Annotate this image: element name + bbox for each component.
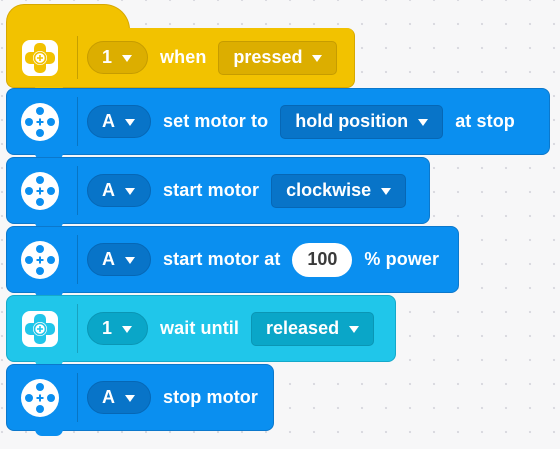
block-label: when: [160, 47, 207, 67]
port-value: A: [102, 249, 115, 269]
hub-button-icon: [7, 28, 73, 87]
block-separator: [77, 304, 78, 353]
motor-icon: [7, 227, 73, 292]
port-selector[interactable]: A: [87, 243, 151, 276]
start-motor-direction-block[interactable]: A start motor clockwise: [6, 157, 430, 229]
button-state-dropdown[interactable]: released: [251, 311, 375, 346]
chevron-down-icon: [122, 326, 133, 333]
port-selector[interactable]: A: [87, 174, 151, 207]
block-connector: [35, 222, 63, 229]
stop-action-dropdown[interactable]: hold position: [280, 104, 444, 139]
block-separator: [77, 373, 78, 422]
chevron-down-icon: [122, 55, 133, 62]
motor-icon: [7, 365, 73, 430]
block-connector: [35, 153, 63, 160]
port-value: 1: [102, 47, 113, 67]
dropdown-value: pressed: [233, 47, 303, 67]
chevron-down-icon: [418, 119, 429, 126]
when-pressed-block[interactable]: 1 when pressed: [6, 28, 355, 93]
dropdown-value: hold position: [295, 111, 409, 131]
chevron-down-icon: [125, 395, 135, 402]
chevron-down-icon: [125, 257, 135, 264]
block-label-suffix: at stop: [455, 111, 515, 131]
block-connector: [35, 429, 63, 436]
port-selector[interactable]: 1: [87, 41, 149, 74]
dropdown-value: released: [266, 318, 340, 338]
block-connector: [35, 291, 63, 298]
port-value: A: [102, 387, 115, 407]
port-value: A: [102, 111, 115, 131]
block-separator: [77, 97, 78, 146]
chevron-down-icon: [125, 119, 135, 126]
hub-button-icon: [7, 296, 73, 361]
start-motor-power-block[interactable]: A start motor at 100 % power: [6, 226, 459, 298]
chevron-down-icon: [381, 188, 392, 195]
block-connector: [35, 360, 63, 367]
port-value: A: [102, 180, 115, 200]
chevron-down-icon: [312, 55, 323, 62]
block-label: stop motor: [163, 387, 258, 407]
port-value: 1: [102, 318, 113, 338]
port-selector[interactable]: 1: [87, 312, 149, 345]
block-label: wait until: [160, 318, 240, 338]
block-label-suffix: % power: [364, 249, 440, 269]
block-label: start motor: [163, 180, 260, 200]
stop-motor-block[interactable]: A stop motor: [6, 364, 274, 436]
block-separator: [77, 166, 78, 215]
event-dropdown[interactable]: pressed: [218, 40, 338, 75]
chevron-down-icon: [125, 188, 135, 195]
block-label: set motor to: [163, 111, 269, 131]
motor-icon: [7, 89, 73, 154]
set-motor-stop-action-block[interactable]: A set motor to hold position at stop: [6, 88, 550, 160]
direction-dropdown[interactable]: clockwise: [271, 173, 407, 208]
port-selector[interactable]: A: [87, 105, 151, 138]
block-separator: [77, 36, 78, 79]
block-label: start motor at: [163, 249, 281, 269]
power-input[interactable]: 100: [292, 242, 353, 277]
wait-until-released-block[interactable]: 1 wait until released: [6, 295, 396, 367]
dropdown-value: clockwise: [286, 180, 372, 200]
chevron-down-icon: [349, 326, 360, 333]
motor-icon: [7, 158, 73, 223]
port-selector[interactable]: A: [87, 381, 151, 414]
block-separator: [77, 235, 78, 284]
